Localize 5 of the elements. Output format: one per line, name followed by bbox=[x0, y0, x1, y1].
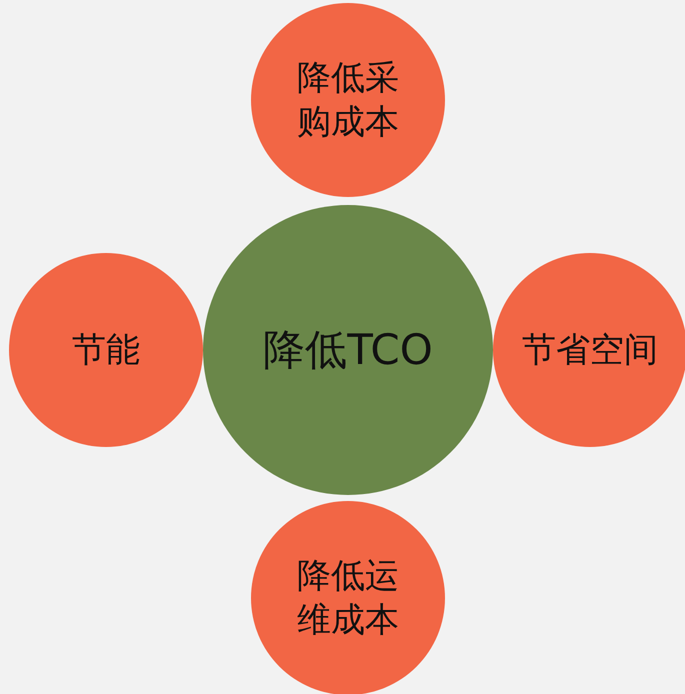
node-label: 节能 bbox=[72, 328, 140, 372]
node-label: 降低运维成本 bbox=[296, 554, 400, 642]
node-label: 降低采购成本 bbox=[296, 56, 400, 144]
node-label: 节省空间 bbox=[522, 328, 658, 372]
node-label: 降低TCO bbox=[263, 324, 433, 376]
